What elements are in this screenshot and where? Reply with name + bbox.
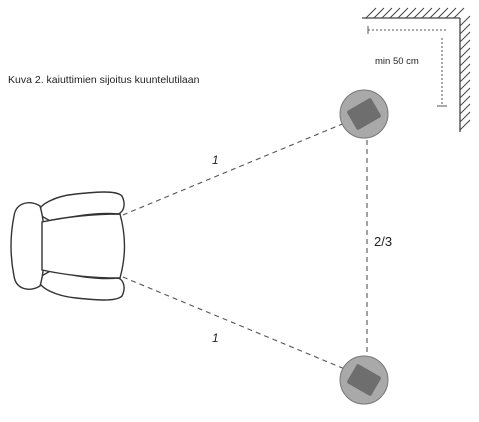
armchair-seat [41, 213, 126, 279]
side-label-lower: 1 [212, 331, 219, 345]
armchair-back [10, 202, 46, 290]
wall-hatching-side [459, 15, 471, 131]
wall-distance-markers [367, 26, 448, 107]
wall-hatching-top [365, 7, 465, 19]
room-corner-wall [362, 7, 471, 132]
speaker-top [339, 89, 389, 139]
side-label-upper: 1 [212, 153, 219, 167]
wall-distance-label: min 50 cm [375, 56, 419, 67]
listener-armchair [10, 191, 126, 301]
speaker-gap-label: 2/3 [374, 234, 392, 249]
figure-caption: Kuva 2. kaiuttimien sijoitus kuuntelutil… [8, 74, 200, 86]
speaker-bottom [339, 355, 389, 405]
